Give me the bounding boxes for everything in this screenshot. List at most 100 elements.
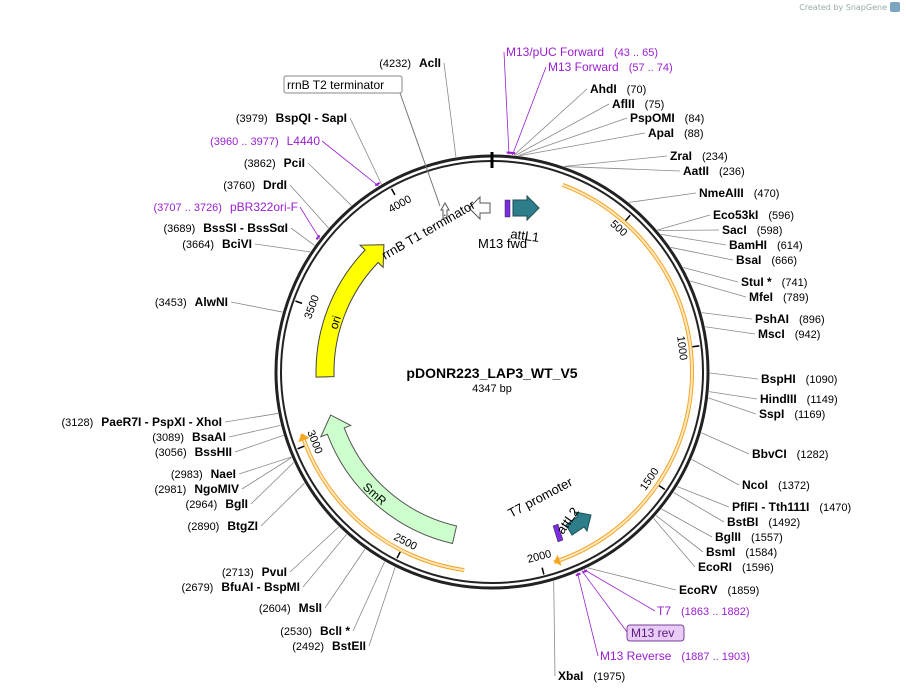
site-label: BspHI(1090) [761,372,837,386]
site-leader [289,184,329,229]
site-location: (789) [783,292,809,304]
site-name: AlwNI [195,295,228,309]
site-label: (3979)BspQI - SapI [236,111,347,125]
site-name: BstEII [332,639,366,653]
site-leader [701,432,750,455]
site-label: PshAI (896) [755,312,825,326]
site-location: (3089) [152,432,184,444]
features-layer [298,183,694,573]
attl1-label: attL1 [510,226,541,245]
site-location: (666) [771,255,797,267]
site-label: (3453)AlwNI [155,295,228,309]
site-leader [352,561,385,632]
site-location: (3760) [223,180,255,192]
site-label: MfeI(789) [749,290,809,304]
m13-fwd-label: M13 fwd [478,236,527,251]
scale-tick [541,567,545,575]
site-label: SacI(598) [722,223,782,237]
site-leader [653,518,696,568]
site-leader [628,192,697,203]
scale-tick [390,188,396,196]
site-name: AatII [683,164,709,178]
leader-lines [224,51,759,677]
site-location: (2964) [186,499,218,511]
site-location: (598) [757,225,783,237]
rrnb-t2-label-box [283,75,403,94]
site-leader [660,233,727,246]
site-location: (3056) [155,447,187,459]
site-label: StuI *(741) [741,275,807,289]
scale-tick [625,214,631,221]
site-leader [224,413,279,423]
site-location: (2983) [171,469,203,481]
site-name: PaeR7I - PspXI - XhoI [101,415,222,429]
primer-name: M13/pUC Forward [506,45,604,59]
site-name: NmeAIII [699,186,744,200]
site-leader [683,267,739,283]
site-location: (896) [799,314,825,326]
site-label: (3664)BciVI [182,237,252,251]
site-label: ApaI(88) [648,126,704,140]
plasmid-name: pDONR223_LAP3_WT_V5 [406,365,577,381]
primer-name: pBR322ori-F [230,200,298,214]
site-leader [260,482,305,527]
scale-tick-label: 4000 [387,193,414,215]
site-leader [290,227,315,246]
site-location: (2530) [280,626,312,638]
rrnb-t2-leader [399,92,441,207]
site-label: AatII(236) [683,164,745,178]
site-label: BbvCI(1282) [752,447,828,461]
site-name: AflII [612,97,635,111]
site-leader [655,515,704,553]
site-location: (2604) [259,603,291,615]
site-name: PvuI [262,565,287,579]
site-name: BsaAI [192,430,226,444]
site-label: (3689)BssSI - BssSαI [163,221,288,235]
site-label: (3128) PaeR7I - PspXI - XhoI [62,415,223,429]
site-location: (596) [768,210,794,222]
site-location: (741) [782,277,808,289]
site-leader [230,301,283,313]
site-label: (3862)PciI [244,156,305,170]
m13-rev-label: M13 rev [631,626,674,640]
primer-leader [512,66,547,156]
site-name: PshAI [755,312,789,326]
m13-rev-box [626,624,685,642]
site-location: (2492) [292,641,324,653]
site-label: BsmI(1584) [706,545,777,559]
site-location: (1282) [797,449,829,461]
primer-location: (1863 .. 1882) [681,606,750,618]
scale-tick-label: 3500 [302,294,322,321]
site-location: (2981) [155,484,187,496]
site-location: (1557) [751,532,783,544]
site-leader [553,581,556,677]
attl1-feature [512,194,540,222]
scale-tick [692,345,700,348]
site-name: BglII [715,530,741,544]
site-leader [238,456,292,475]
site-leader [241,457,292,490]
site-label: ZraI(234) [670,149,728,163]
primer-leader [299,206,320,239]
site-location: (3979) [236,113,268,125]
site-leader [518,117,628,156]
site-label: (2492) BstEII [292,639,366,653]
scale-tick-label: 1000 [674,335,689,361]
attl2-feature [565,511,592,536]
site-location: (3128) [62,417,94,429]
site-location: (470) [754,188,780,200]
primer-name: M13 Forward [548,60,619,74]
site-label: NmeAIII (470) [699,186,779,200]
site-name: EcoRI [698,560,732,574]
site-name: DrdI [263,178,287,192]
site-label: (2713)PvuI [222,565,287,579]
site-location: (88) [684,128,704,140]
primer-label: M13/pUC Forward(43 .. 65) [506,45,658,59]
site-name: BclI * [320,624,350,638]
orf-arc-left-inner [301,434,465,572]
snapgene-logo-icon [890,2,900,12]
site-leader [302,534,347,588]
site-location: (1470) [819,502,851,514]
site-leader [368,567,396,647]
